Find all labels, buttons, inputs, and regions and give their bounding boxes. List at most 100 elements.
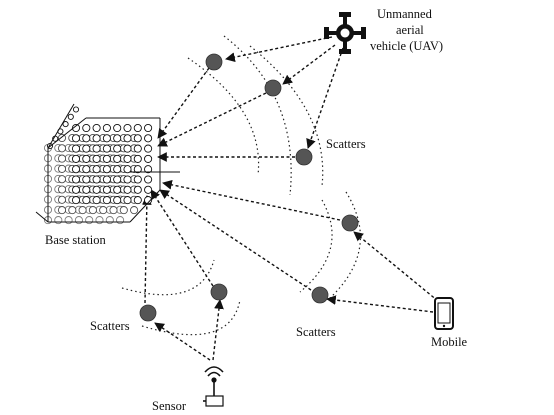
path-uav-to-scatter-1 xyxy=(225,36,333,63)
antenna-element xyxy=(133,134,142,143)
antenna-element xyxy=(88,206,97,215)
path-scatter-5-to-bs xyxy=(159,189,312,291)
mobile-label: Mobile xyxy=(431,335,468,349)
antenna-element xyxy=(57,144,67,153)
antenna-element xyxy=(71,196,81,205)
antenna-element xyxy=(71,165,81,174)
antenna-element xyxy=(92,144,101,153)
antenna-element xyxy=(144,154,153,163)
path-scatter-1-to-bs xyxy=(157,67,210,139)
antenna-element xyxy=(68,206,77,215)
antenna-element xyxy=(113,185,122,194)
antenna-element xyxy=(82,185,91,194)
antenna-element xyxy=(133,185,142,194)
antenna-element xyxy=(82,175,91,184)
antenna-element xyxy=(102,185,111,194)
antenna-element xyxy=(123,185,132,194)
arc-top-outer xyxy=(223,35,292,196)
antenna-element xyxy=(57,175,67,184)
antenna-element xyxy=(57,133,67,143)
scatterer-dot-icon xyxy=(139,304,157,322)
antenna-element xyxy=(57,195,67,204)
antenna-element xyxy=(133,165,142,174)
antenna-element xyxy=(99,206,108,215)
path-scatter-6-to-bs xyxy=(141,195,152,304)
antenna-element xyxy=(57,206,67,215)
smartphone-icon xyxy=(434,297,454,330)
antenna-element xyxy=(71,185,81,194)
propagation-paths xyxy=(141,36,439,361)
antenna-element xyxy=(130,206,139,215)
antenna-element xyxy=(85,216,94,225)
antenna-element xyxy=(82,123,91,133)
antenna-element xyxy=(102,175,111,184)
antenna-element xyxy=(78,206,87,215)
antenna-element xyxy=(72,106,80,113)
antenna-element xyxy=(123,165,132,174)
antenna-element xyxy=(113,196,122,205)
antenna-element xyxy=(82,196,91,205)
antenna-element xyxy=(102,165,111,174)
antenna-element xyxy=(71,154,81,163)
path-scatter-7-to-bs xyxy=(150,189,214,287)
antenna-element xyxy=(71,175,81,184)
antenna-element xyxy=(92,165,101,174)
antenna-element xyxy=(113,134,122,143)
antenna-element xyxy=(133,144,142,153)
antenna-elements xyxy=(43,106,153,225)
antenna-element xyxy=(74,216,83,225)
antenna-element xyxy=(144,123,153,133)
antenna-element xyxy=(113,144,122,153)
path-scatter-2-to-bs xyxy=(157,92,267,147)
scatters-right-label: Scatters xyxy=(296,325,336,339)
scatterer-dot-icon xyxy=(210,283,228,301)
antenna-element xyxy=(102,144,111,153)
antenna-element xyxy=(102,134,111,143)
scatterer-dot-icon xyxy=(205,53,223,71)
path-sensor-to-scatter-7 xyxy=(212,299,224,361)
antenna-element xyxy=(113,154,122,163)
path-scatter-4-to-bs xyxy=(162,180,341,221)
scatters-left-label: Scatters xyxy=(90,319,130,333)
antenna-element xyxy=(119,206,128,215)
antenna-element xyxy=(57,164,67,173)
antenna-element xyxy=(92,196,101,205)
antenna-element xyxy=(144,175,153,184)
antenna-element xyxy=(92,134,101,143)
antenna-element xyxy=(144,144,153,153)
antenna-element xyxy=(82,154,91,163)
antenna-element xyxy=(144,196,153,205)
antenna-element xyxy=(109,206,118,215)
arc-right-1 xyxy=(299,199,333,293)
scatterer-dot-icon xyxy=(295,148,313,166)
antenna-element xyxy=(71,134,81,143)
antenna-element xyxy=(123,154,132,163)
antenna-element xyxy=(62,121,69,128)
antenna-element xyxy=(71,123,81,133)
antenna-element xyxy=(92,154,101,163)
scatterer-dot-icon xyxy=(264,79,282,97)
antenna-element xyxy=(105,216,114,225)
antenna-element xyxy=(102,123,111,133)
antenna-element xyxy=(71,144,81,153)
path-mobile-to-scatter-4 xyxy=(353,231,439,302)
antenna-element xyxy=(82,165,91,174)
antenna-element xyxy=(133,154,142,163)
scatterer-dot-icon xyxy=(341,214,359,232)
antenna-element xyxy=(64,216,73,225)
antenna-element xyxy=(123,123,132,133)
antenna-element xyxy=(67,113,74,120)
antenna-element xyxy=(82,144,91,153)
scatters-top-label: Scatters xyxy=(326,137,366,151)
antenna-element xyxy=(123,175,132,184)
path-uav-to-scatter-2 xyxy=(282,44,336,85)
antenna-element xyxy=(92,185,101,194)
path-uav-to-scatter-3 xyxy=(306,47,344,149)
antenna-element xyxy=(144,134,153,143)
sensor-label: Sensor xyxy=(152,399,187,413)
antenna-element xyxy=(57,185,67,194)
antenna-element xyxy=(82,134,91,143)
antenna-array-cube-icon xyxy=(35,103,180,225)
